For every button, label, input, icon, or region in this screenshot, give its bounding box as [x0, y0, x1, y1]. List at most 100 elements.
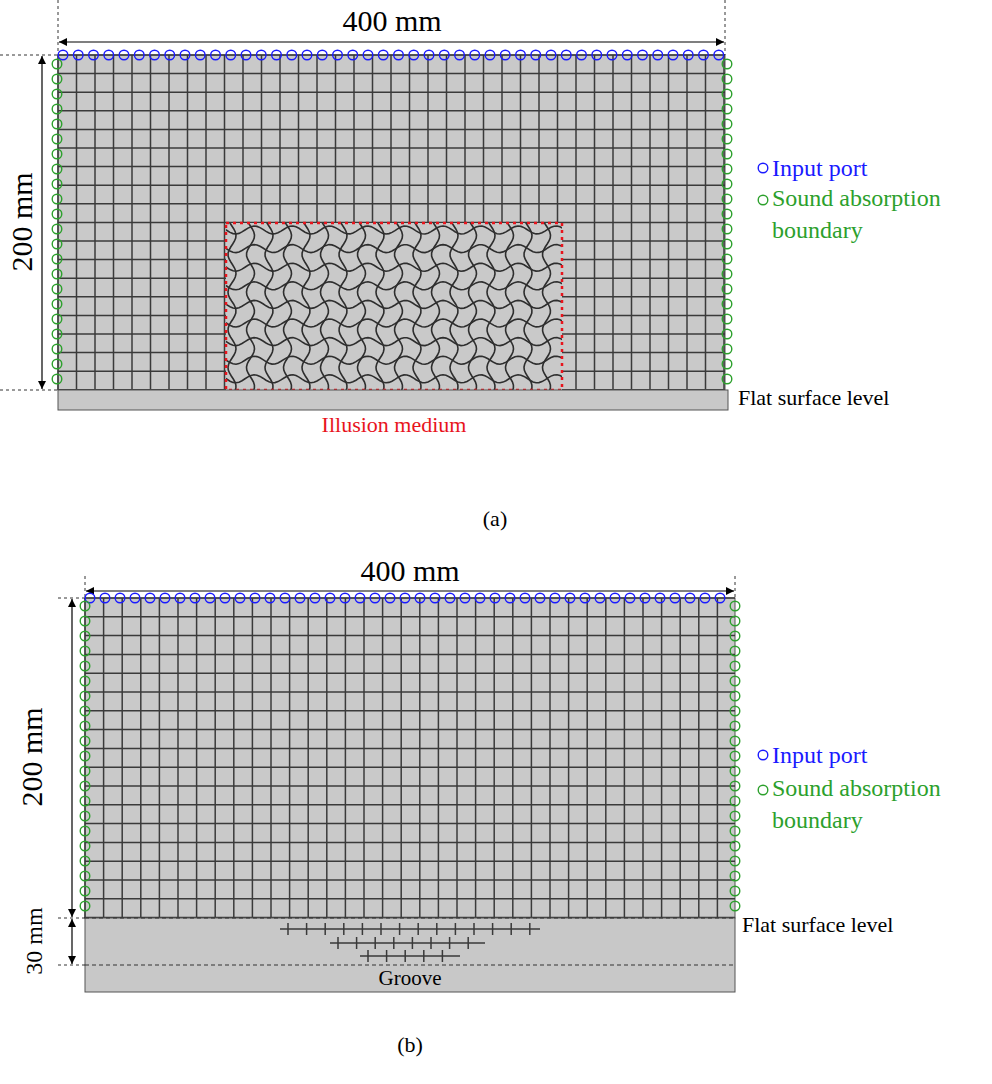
absorption-marker — [52, 359, 62, 369]
input-port-marker — [333, 50, 343, 60]
input-port-marker — [460, 593, 470, 603]
absorption-marker — [722, 299, 732, 309]
groove-structure — [324, 923, 326, 935]
lattice-line — [85, 842, 735, 844]
input-port-marker — [256, 50, 266, 60]
surface-line — [85, 918, 735, 919]
absorption-marker — [80, 661, 90, 671]
lattice-line — [85, 616, 735, 618]
absorption-marker — [80, 781, 90, 791]
absorption-marker — [722, 104, 732, 114]
absorption-marker — [730, 901, 740, 911]
absorption-marker — [52, 164, 62, 174]
input-port-marker — [595, 593, 605, 603]
wavy-line — [247, 223, 255, 390]
groove-structure — [417, 923, 419, 935]
lattice-line — [196, 598, 198, 918]
absorption-marker — [52, 344, 62, 354]
groove-structure — [380, 923, 382, 935]
dimension-label: 200 mm — [7, 172, 37, 271]
lattice-line — [85, 860, 735, 862]
panel-label: (b) — [397, 1034, 423, 1056]
input-port-marker — [180, 50, 190, 60]
illusion-mesh — [226, 223, 562, 390]
absorption-marker — [730, 646, 740, 656]
lattice-line — [85, 804, 735, 806]
input-port-marker — [235, 593, 245, 603]
groove-structure — [436, 923, 438, 935]
lattice-line — [85, 672, 735, 674]
dimension-label: 30 mm — [22, 907, 46, 974]
wavy-line — [226, 263, 562, 271]
absorption-marker — [730, 826, 740, 836]
absorption-marker — [730, 661, 740, 671]
input-port-marker — [699, 50, 709, 60]
input-port-marker — [370, 593, 380, 603]
absorption-marker — [52, 269, 62, 279]
absorption-marker — [80, 646, 90, 656]
groove-structure — [360, 955, 460, 957]
absorption-marker — [80, 811, 90, 821]
absorption-marker — [722, 344, 732, 354]
absorption-marker — [722, 119, 732, 129]
input-port-marker — [683, 50, 693, 60]
groove-structure — [330, 942, 485, 944]
input-port-marker — [490, 593, 500, 603]
input-port-marker — [400, 593, 410, 603]
absorption-marker — [722, 59, 732, 69]
lattice-region — [85, 598, 735, 918]
input-port-marker — [625, 593, 635, 603]
input-port-marker — [505, 593, 515, 603]
groove-structure — [442, 950, 444, 962]
input-port-marker — [89, 50, 99, 60]
input-port-marker — [520, 593, 530, 603]
lattice-line — [270, 598, 272, 918]
lattice-line — [85, 635, 735, 637]
extension-line — [58, 0, 59, 55]
lattice-line — [289, 598, 291, 918]
absorption-marker — [730, 796, 740, 806]
input-port-marker — [409, 50, 419, 60]
groove-structure — [529, 923, 531, 935]
absorption-marker — [80, 841, 90, 851]
input-port-marker — [295, 593, 305, 603]
absorption-marker — [722, 149, 732, 159]
lattice-line — [85, 785, 735, 787]
input-port-marker — [317, 50, 327, 60]
groove-structure — [356, 937, 358, 949]
input-port-marker — [250, 593, 260, 603]
dimension-label: 400 mm — [360, 556, 459, 586]
input-port-marker — [355, 593, 365, 603]
groove-structure — [374, 937, 376, 949]
lattice-line — [177, 598, 179, 918]
lattice-line — [717, 598, 719, 918]
absorption-marker — [730, 766, 740, 776]
input-port-marker — [302, 50, 312, 60]
input-port-marker — [700, 593, 710, 603]
panel-label: (a) — [483, 508, 507, 530]
wavy-line — [226, 375, 562, 383]
lattice-line — [58, 166, 725, 168]
absorption-marker — [80, 886, 90, 896]
absorption-marker — [80, 796, 90, 806]
absorption-marker — [730, 841, 740, 851]
absorption-marker — [80, 616, 90, 626]
input-port-marker — [485, 50, 495, 60]
input-port-marker — [226, 50, 236, 60]
lattice-line — [586, 598, 588, 918]
input-port-marker — [592, 50, 602, 60]
legend-text: Input port — [772, 152, 867, 184]
input-port-marker — [714, 50, 724, 60]
dimension-arrow — [71, 919, 72, 964]
absorption-marker — [52, 149, 62, 159]
input-port-marker — [115, 593, 125, 603]
absorption-marker — [722, 179, 732, 189]
groove-structure — [412, 937, 414, 949]
groove-structure — [343, 923, 345, 935]
absorption-marker — [52, 254, 62, 264]
input-port-marker — [653, 50, 663, 60]
lattice-line — [58, 222, 725, 224]
input-port-marker — [516, 50, 526, 60]
input-port-marker — [455, 50, 465, 60]
input-port-marker — [622, 50, 632, 60]
